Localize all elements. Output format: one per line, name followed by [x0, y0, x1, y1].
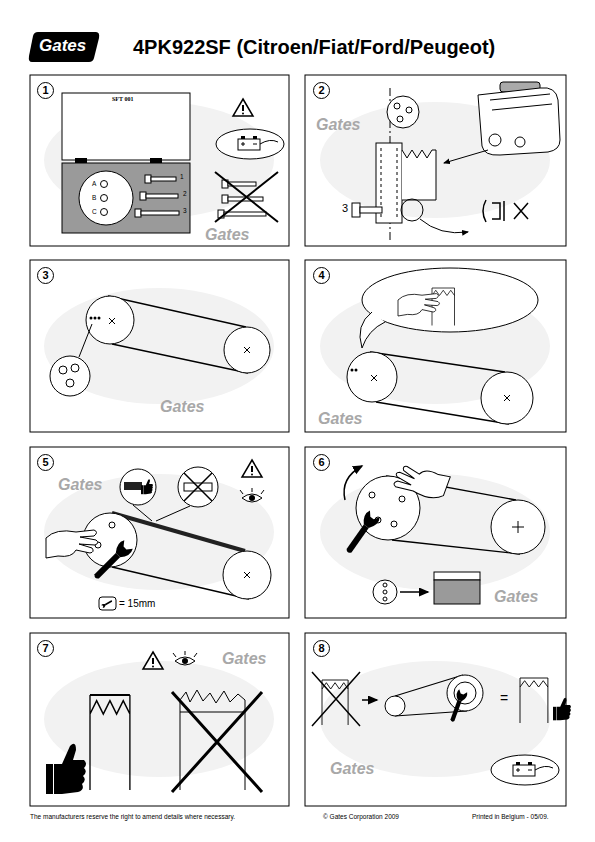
step-number-text: 2: [318, 85, 324, 96]
bolt-number: 3: [183, 207, 187, 214]
watermark: Gates: [222, 650, 266, 668]
step-number: 7: [37, 640, 54, 657]
bolt-number: 2: [183, 190, 187, 197]
hole-letter: B: [92, 194, 96, 201]
step-number: 5: [37, 454, 54, 471]
footer-note: The manufacturers reserve the right to a…: [30, 813, 235, 820]
step-number-text: 5: [42, 457, 48, 468]
hole-letter: A: [92, 180, 96, 187]
step-number-text: 1: [42, 85, 48, 96]
watermark: Gates: [316, 116, 360, 134]
step-number: 3: [37, 267, 54, 284]
watermark: Gates: [494, 588, 538, 606]
bolt-number: 1: [180, 173, 184, 180]
step-number-text: 6: [318, 457, 324, 468]
hole-letter: C: [92, 208, 97, 215]
watermark: Gates: [58, 476, 102, 494]
step-number: 2: [313, 82, 330, 99]
footer-copyright: © Gates Corporation 2009: [323, 813, 399, 820]
step-number-text: 7: [42, 643, 48, 654]
watermark: Gates: [205, 226, 249, 244]
watermark: Gates: [318, 410, 362, 428]
equals-sign: =: [500, 690, 508, 706]
step-number-text: 3: [42, 270, 48, 281]
step-number-text: 8: [318, 643, 324, 654]
step-number: 1: [37, 82, 54, 99]
page-title: 4PK922SF (Citroen/Fiat/Ford/Peugeot): [133, 36, 495, 59]
dimension: = 15mm: [119, 598, 155, 610]
step-number: 4: [313, 267, 330, 284]
bolt-number: 3: [342, 202, 348, 215]
footer-print: Printed in Belgium - 05/09.: [472, 813, 549, 820]
watermark: Gates: [160, 398, 204, 416]
step-number-text: 4: [318, 270, 324, 281]
case-label: SFT 001: [112, 96, 133, 103]
step-number: 8: [313, 640, 330, 657]
logo-text: Gates: [39, 36, 86, 56]
step-number: 6: [313, 454, 330, 471]
watermark: Gates: [330, 760, 374, 778]
